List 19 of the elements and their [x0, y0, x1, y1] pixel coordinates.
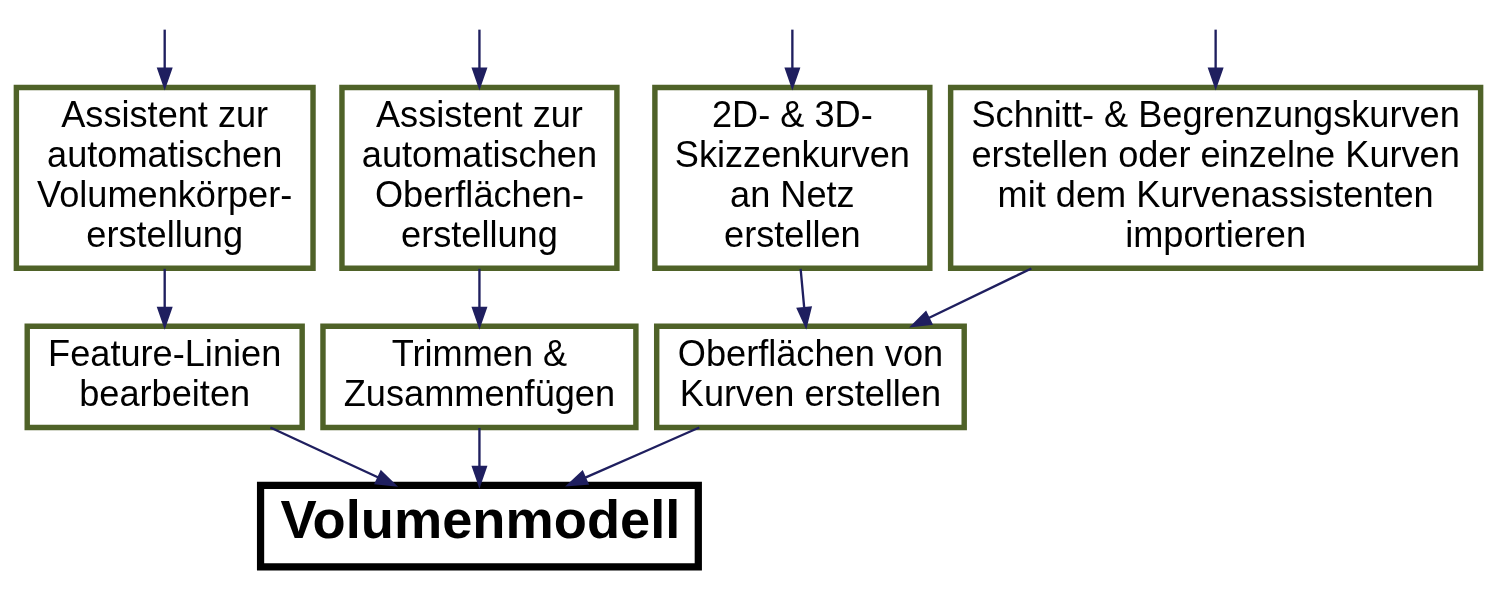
node-box: Schnitt- & Begrenzungskurven erstellen oder einzelne Kurven mit dem Kurvenassistenten importieren: [947, 84, 1484, 272]
arrow: [269, 426, 399, 487]
arrow: [1207, 29, 1224, 91]
arrow: [156, 268, 173, 330]
arrow: [565, 426, 700, 487]
node-box: Feature-Linien bearbeiten: [24, 323, 305, 431]
arrow: [156, 29, 173, 91]
node-box: Assistent zur automatischen Volumenkörper- erstellung: [13, 84, 316, 272]
node-box: Volumenmodell: [256, 481, 702, 571]
node-box: 2D- & 3D- Skizzenkurven an Netz erstellen: [652, 84, 933, 272]
node-box: Oberflächen von Kurven erstellen: [654, 323, 967, 431]
arrow: [471, 29, 488, 91]
node-box: Assistent zur automatischen Oberflächen- erstellung: [339, 84, 620, 272]
arrow: [796, 268, 813, 330]
node-box: Trimmen & Zusammenfügen: [320, 323, 639, 431]
arrow: [909, 267, 1032, 328]
arrow: [471, 268, 488, 330]
arrow: [784, 29, 801, 91]
arrow: [471, 427, 488, 489]
